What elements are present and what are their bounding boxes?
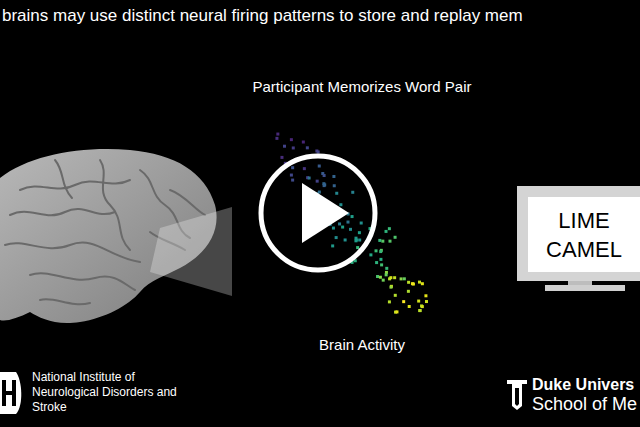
activity-dot — [317, 150, 320, 153]
activity-dot — [388, 240, 391, 243]
activity-dot — [291, 166, 294, 169]
monitor-screen: LIMECAMEL — [528, 197, 640, 272]
activity-dot — [403, 277, 406, 280]
activity-dot — [375, 261, 378, 264]
activity-dot — [407, 281, 410, 284]
activity-dot — [323, 174, 326, 177]
activity-dot — [385, 267, 388, 270]
monitor-illustration — [517, 186, 640, 291]
activity-dot — [347, 221, 350, 224]
activity-dot — [318, 165, 321, 168]
play-button — [261, 156, 375, 270]
panel-label: Brain Activity — [262, 336, 462, 353]
activity-dot — [393, 276, 396, 279]
activity-dot — [380, 263, 383, 266]
activity-dot — [358, 239, 361, 242]
activity-dot — [308, 177, 311, 180]
activity-dot — [306, 146, 309, 149]
activity-dot — [382, 279, 385, 282]
activity-dot — [276, 133, 279, 136]
activity-dot — [378, 239, 381, 242]
activity-dot — [360, 222, 363, 225]
duke-logo — [507, 380, 527, 410]
activity-dot — [349, 228, 352, 231]
activity-dot — [290, 174, 293, 177]
activity-dot — [420, 304, 423, 307]
activity-dot — [341, 226, 344, 229]
activity-dot — [389, 276, 392, 279]
activity-dot — [344, 238, 347, 241]
activity-dot — [323, 183, 326, 186]
activity-dot — [358, 231, 361, 234]
university-name: Duke Univers — [532, 376, 640, 394]
activity-dot — [394, 236, 397, 239]
activity-dot — [394, 294, 397, 297]
activity-dot — [417, 300, 420, 303]
activity-dot — [421, 305, 424, 308]
activity-dot — [335, 236, 338, 239]
activity-dot — [389, 286, 392, 289]
activity-dot — [379, 250, 382, 253]
activity-dot — [275, 137, 278, 140]
activity-dot — [332, 227, 335, 230]
activity-dot — [339, 203, 342, 206]
activity-dot — [418, 281, 421, 284]
activity-dot — [290, 138, 293, 141]
activity-dot — [390, 285, 393, 288]
activity-dot — [388, 227, 391, 230]
screen-word: LIME — [528, 206, 640, 235]
activity-dot — [379, 276, 382, 279]
activity-dot — [335, 192, 338, 195]
activity-dot — [385, 273, 388, 276]
nih-logo — [0, 372, 21, 414]
activity-dot — [385, 230, 388, 233]
projection-beam — [150, 207, 232, 296]
activity-dot — [351, 215, 354, 218]
activity-dot — [407, 290, 410, 293]
activity-dot — [332, 175, 335, 178]
activity-dot — [388, 300, 391, 303]
activity-dot — [408, 305, 411, 308]
activity-dot — [318, 191, 321, 194]
title: brains may use distinct neural firing pa… — [2, 6, 523, 26]
activity-dot — [316, 180, 319, 183]
activity-dot — [283, 145, 286, 148]
activity-dot — [280, 156, 283, 159]
activity-dot — [369, 253, 372, 256]
activity-dot — [292, 146, 295, 149]
activity-dot — [400, 277, 403, 280]
activity-dot — [395, 310, 398, 313]
step-caption: Participant Memorizes Word Pair — [212, 78, 512, 95]
activity-dot — [375, 249, 378, 252]
activity-dot — [291, 179, 294, 182]
activity-dot — [351, 191, 354, 194]
school-name: School of Me — [532, 394, 640, 415]
activity-dot — [421, 282, 424, 285]
activity-dot — [424, 294, 427, 297]
activity-dot — [418, 309, 421, 312]
activity-dot — [302, 141, 305, 144]
activity-dot — [425, 300, 428, 303]
activity-dot — [331, 244, 334, 247]
activity-dot — [419, 309, 422, 312]
activity-dot — [411, 282, 414, 285]
screen-word: CAMEL — [528, 235, 640, 264]
activity-dot — [376, 275, 379, 278]
institute-name: National Institute of Neurological Disor… — [32, 370, 182, 415]
activity-dot — [379, 258, 382, 261]
activity-dot — [381, 240, 384, 243]
activity-dot — [402, 300, 405, 303]
activity-dot — [354, 237, 357, 240]
activity-dot — [338, 222, 341, 225]
activity-dot — [333, 184, 336, 187]
activity-dot — [356, 246, 359, 249]
activity-dot — [303, 167, 306, 170]
activity-dot — [354, 239, 357, 242]
